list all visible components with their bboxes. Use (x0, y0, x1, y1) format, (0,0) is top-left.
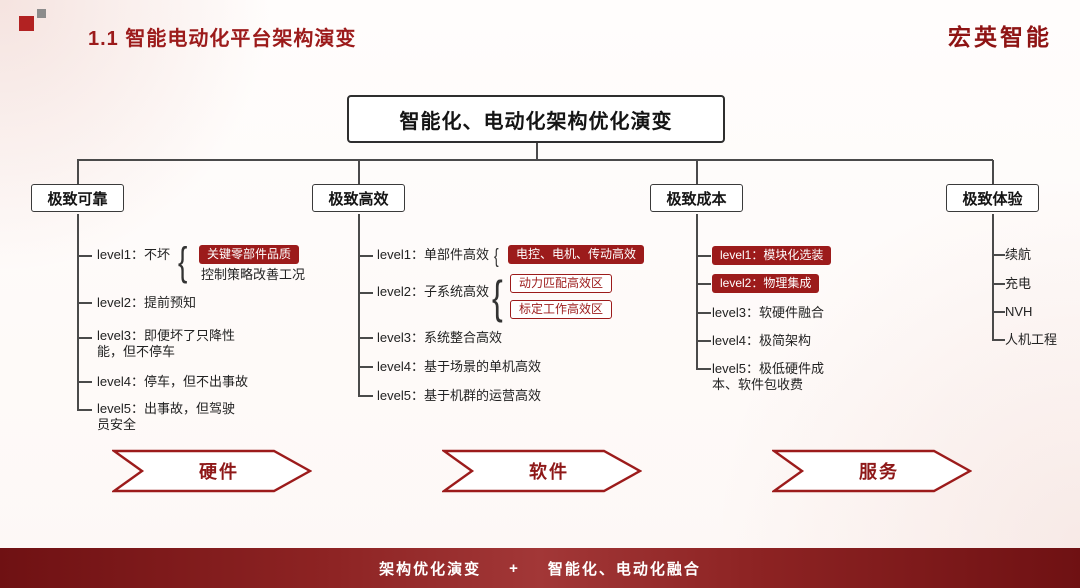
drop-line-efficiency (358, 160, 360, 184)
reliability-level1: level1：不坏 (97, 247, 170, 262)
reliability-level1-note: 控制策略改善工况 (201, 267, 306, 282)
cost-level1-badge: level1：模块化选装 (712, 246, 832, 265)
main-horizontal-line (77, 159, 993, 161)
spine-cost (696, 214, 698, 368)
branch-label: 极致可靠 (47, 190, 108, 208)
reliability-level5: level5：出事故，但驾驶员安全 (97, 401, 235, 432)
brace-glyph: { (178, 240, 188, 284)
tick (77, 255, 92, 257)
footer-left-text: 架构优化演变 (379, 560, 482, 578)
drop-line-experience (992, 160, 994, 184)
arrow-shape-icon (442, 449, 642, 493)
footer-plus-sign: + (509, 559, 520, 577)
efficiency-level1-badge: 电控、电机、传动高效 (508, 245, 645, 264)
reliability-level1-badge: 关键零部件品质 (199, 245, 300, 264)
tick (77, 302, 92, 304)
tick (992, 311, 1005, 313)
tick (358, 337, 373, 339)
arrow-shape-icon (112, 449, 312, 493)
cost-level2-badge: level2：物理集成 (712, 274, 820, 293)
tick (77, 409, 92, 411)
footer-banner: 架构优化演变 + 智能化、电动化融合 (0, 548, 1080, 588)
branch-box-efficiency: 极致高效 (312, 184, 405, 212)
experience-item-nvh: NVH (1005, 304, 1033, 319)
tick (696, 368, 711, 370)
cost-level5: level5：极低硬件成本、软件包收费 (712, 361, 824, 392)
root-node: 智能化、电动化架构优化演变 (347, 95, 725, 143)
tick (77, 381, 92, 383)
efficiency-level3: level3：系统整合高效 (377, 330, 502, 345)
efficiency-level5: level5：基于机群的运营高效 (377, 388, 541, 403)
efficiency-level2-badge2: 标定工作高效区 (510, 300, 613, 319)
arrow-label-hardware: 硬件 (199, 462, 239, 482)
drop-line-cost (696, 160, 698, 184)
arrow-shape-icon (772, 449, 972, 493)
tick (358, 366, 373, 368)
efficiency-level2-badge1: 动力匹配高效区 (510, 274, 613, 293)
logo-square-gray-icon (37, 9, 46, 18)
brace-glyph: { (494, 246, 499, 268)
experience-item-range: 续航 (1005, 247, 1032, 262)
branch-box-cost: 极致成本 (650, 184, 743, 212)
arrow-banner-hardware: 硬件 (112, 449, 312, 493)
arrow-label-service: 服务 (859, 462, 899, 482)
tick (992, 339, 1005, 341)
cost-level4: level4：极简架构 (712, 333, 811, 348)
brand-logo: 宏英智能 (948, 24, 1052, 50)
tick (696, 283, 711, 285)
tick (77, 337, 92, 339)
experience-item-charging: 充电 (1005, 276, 1032, 291)
experience-item-ergonomics: 人机工程 (1005, 332, 1058, 347)
reliability-level4: level4：停车，但不出事故 (97, 374, 248, 389)
root-node-label: 智能化、电动化架构优化演变 (399, 110, 673, 133)
branch-label: 极致体验 (962, 190, 1023, 208)
tick (696, 312, 711, 314)
efficiency-level2: level2：子系统高效 (377, 284, 489, 299)
cost-level3: level3：软硬件融合 (712, 305, 824, 320)
spine-efficiency (358, 214, 360, 396)
arrow-banner-service: 服务 (772, 449, 972, 493)
tick (358, 255, 373, 257)
efficiency-level4: level4：基于场景的单机高效 (377, 359, 541, 374)
branch-box-experience: 极致体验 (946, 184, 1039, 212)
reliability-level2: level2：提前预知 (97, 295, 196, 310)
reliability-level3: level3：即便坏了只降性能，但不停车 (97, 328, 235, 359)
efficiency-level1: level1：单部件高效 (377, 247, 489, 262)
tick (992, 283, 1005, 285)
tick (358, 395, 373, 397)
logo-square-red-icon (19, 16, 34, 31)
tick (696, 255, 711, 257)
branch-label: 极致高效 (328, 190, 389, 208)
spine-reliability (77, 214, 79, 410)
tick (696, 340, 711, 342)
branch-box-reliability: 极致可靠 (31, 184, 124, 212)
arrow-label-software: 软件 (529, 462, 569, 482)
tick (358, 292, 373, 294)
brace-glyph: { (492, 271, 503, 323)
root-stem-line (536, 143, 538, 159)
arrow-banner-software: 软件 (442, 449, 642, 493)
drop-line-reliability (77, 160, 79, 184)
tick (992, 254, 1005, 256)
branch-label: 极致成本 (666, 190, 727, 208)
spine-experience (992, 214, 994, 340)
page-title: 1.1 智能电动化平台架构演变 (88, 28, 357, 50)
footer-right-text: 智能化、电动化融合 (547, 560, 701, 578)
